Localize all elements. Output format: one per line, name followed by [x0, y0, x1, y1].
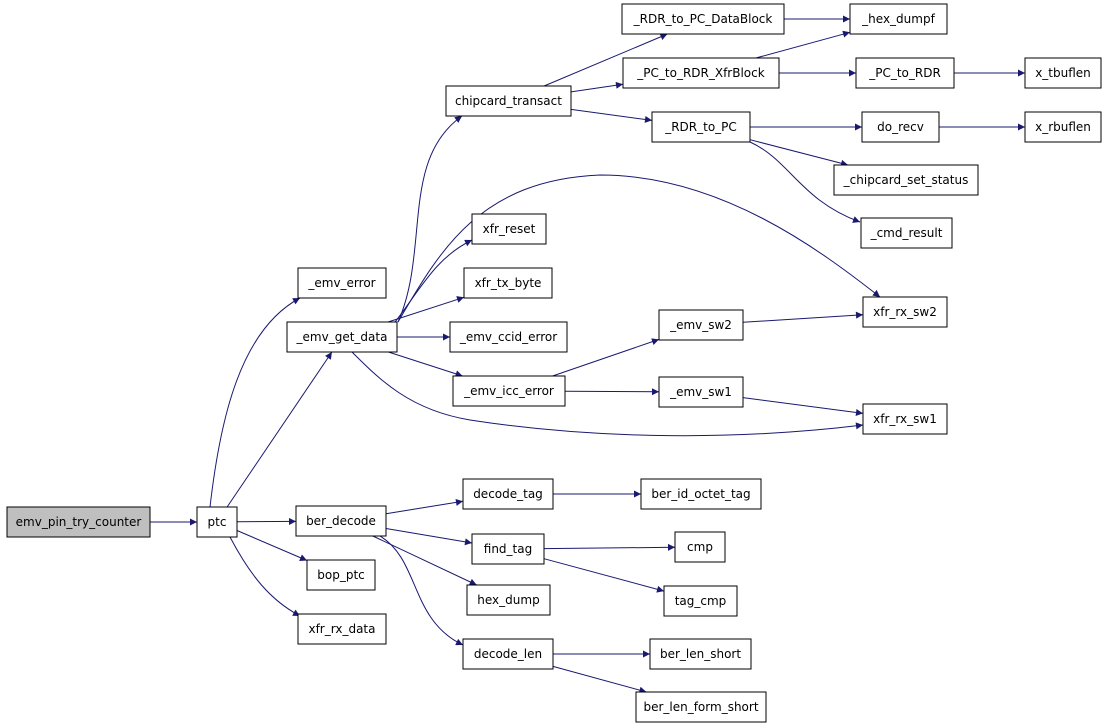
node-label: _RDR_to_PC_DataBlock [633, 12, 773, 26]
node-hex-dump[interactable]: hex_dump [466, 584, 551, 616]
node-label: emv_pin_try_counter [16, 515, 142, 529]
edge-chipcard-transact-to-RDR-to-PC-DataBlock [543, 33, 668, 87]
edge-emv-sw1-to-xfr-rx-sw1 [742, 397, 864, 416]
edge-emv-icc-error-to-emv-sw1 [564, 388, 660, 396]
node-PC-to-RDR[interactable]: _PC_to_RDR [855, 57, 955, 89]
node-label: _PC_to_RDR [868, 66, 941, 80]
node-label: bop_ptc [317, 568, 365, 582]
node-chipcard-set-status[interactable]: _chipcard_set_status [833, 164, 979, 196]
node-label: ber_decode [306, 514, 376, 528]
edge-PC-to-RDR-XfrBlock-to-hex-dumpf [755, 30, 851, 59]
edge-chipcard-transact-to-PC-to-RDR-XfrBlock [570, 81, 624, 93]
edge-RDR-to-PC-to-cmd-result [749, 141, 861, 223]
node-label: xfr_tx_byte [475, 276, 542, 290]
node-ber-id-octet-tag[interactable]: ber_id_octet_tag [640, 478, 762, 510]
node-cmd-result[interactable]: _cmd_result [860, 217, 953, 249]
node-ptc[interactable]: ptc [196, 506, 238, 538]
node-label: xfr_reset [483, 222, 536, 236]
edge-emv-get-data-to-chipcard-transact [397, 115, 463, 323]
node-label: _cmd_result [870, 226, 943, 240]
node-label: chipcard_transact [455, 94, 562, 108]
edge-ber-decode-to-find-tag [385, 528, 473, 546]
node-emv-error[interactable]: _emv_error [297, 267, 387, 299]
node-decode-len[interactable]: decode_len [462, 638, 554, 670]
edge-emv-get-data-to-xfr-rx-sw2 [397, 174, 881, 323]
node-label: hex_dump [477, 593, 539, 607]
node-ber-len-short[interactable]: ber_len_short [649, 638, 752, 670]
edge-ber-decode-to-decode-len [379, 535, 464, 646]
node-xfr-rx-sw2[interactable]: xfr_rx_sw2 [862, 296, 948, 328]
node-x-rbuflen[interactable]: x_rbuflen [1024, 111, 1102, 143]
edge-ber-decode-to-decode-tag [385, 498, 464, 515]
node-label: _emv_ccid_error [459, 330, 557, 344]
node-label: cmp [687, 540, 713, 554]
node-PC-to-RDR-XfrBlock[interactable]: _PC_to_RDR_XfrBlock [622, 57, 780, 89]
node-emv-sw2[interactable]: _emv_sw2 [658, 309, 744, 341]
node-emv-sw1[interactable]: _emv_sw1 [658, 376, 744, 408]
node-label: xfr_rx_sw2 [873, 305, 937, 319]
edge-ptc-to-emv-error [209, 297, 301, 508]
node-emv-icc-error[interactable]: _emv_icc_error [452, 375, 566, 407]
node-xfr-rx-sw1[interactable]: xfr_rx_sw1 [862, 403, 948, 435]
node-decode-tag[interactable]: decode_tag [462, 478, 554, 510]
node-do-recv[interactable]: do_recv [861, 111, 940, 143]
node-chipcard-transact[interactable]: chipcard_transact [445, 85, 572, 117]
node-label: decode_len [474, 647, 542, 661]
node-label: _chipcard_set_status [843, 173, 969, 187]
edge-emv-icc-error-to-emv-sw2 [552, 338, 660, 377]
node-x-tbuflen[interactable]: x_tbuflen [1024, 57, 1102, 89]
node-xfr-rx-data[interactable]: xfr_rx_data [297, 613, 387, 645]
edge-decode-len-to-ber-len-form-short [552, 665, 647, 694]
node-label: tag_cmp [675, 594, 727, 608]
node-emv-ccid-error[interactable]: _emv_ccid_error [449, 321, 568, 353]
node-tag-cmp[interactable]: tag_cmp [663, 585, 738, 617]
node-label: xfr_rx_sw1 [873, 412, 937, 426]
edge-emv-sw2-to-xfr-rx-sw2 [742, 311, 864, 323]
node-label: x_tbuflen [1035, 66, 1091, 80]
node-label: find_tag [484, 542, 532, 556]
edge-ptc-to-bop-ptc [236, 530, 308, 561]
node-cmp[interactable]: cmp [674, 531, 726, 563]
node-label: _emv_error [307, 276, 375, 290]
node-label: _emv_sw2 [669, 318, 732, 332]
node-bop-ptc[interactable]: bop_ptc [306, 559, 376, 591]
node-label: _emv_sw1 [669, 385, 732, 399]
node-emv-get-data[interactable]: _emv_get_data [286, 321, 398, 353]
edge-RDR-to-PC-to-chipcard-set-status [749, 139, 849, 167]
node-ber-decode[interactable]: ber_decode [295, 505, 387, 537]
node-ber-len-form-short[interactable]: ber_len_form_short [635, 691, 767, 723]
node-RDR-to-PC-DataBlock[interactable]: _RDR_to_PC_DataBlock [621, 3, 785, 35]
edge-ptc-to-xfr-rx-data [229, 536, 301, 617]
node-label: _PC_to_RDR_XfrBlock [636, 66, 764, 80]
node-label: xfr_rx_data [308, 622, 375, 636]
node-label: _RDR_to_PC [664, 120, 737, 134]
edge-emv-get-data-to-emv-icc-error [388, 351, 463, 378]
edge-chipcard-transact-to-RDR-to-PC [570, 108, 653, 123]
node-label: _hex_dumpf [861, 12, 935, 26]
node-label: ber_id_octet_tag [651, 487, 750, 501]
node-label: _emv_icc_error [463, 384, 554, 398]
edge-ber-decode-to-hex-dump [372, 535, 477, 586]
node-xfr-reset[interactable]: xfr_reset [471, 213, 547, 245]
node-label: _emv_get_data [296, 330, 388, 344]
edge-emv-get-data-to-xfr-reset [394, 239, 473, 323]
node-hex-dumpf[interactable]: _hex_dumpf [849, 3, 948, 35]
node-xfr-tx-byte[interactable]: xfr_tx_byte [463, 267, 553, 299]
node-label: x_rbuflen [1035, 120, 1091, 134]
edge-find-tag-to-tag-cmp [543, 558, 665, 593]
edge-find-tag-to-cmp [543, 543, 676, 551]
node-emv-pin-try-counter[interactable]: emv_pin_try_counter [6, 506, 151, 538]
node-label: decode_tag [473, 487, 543, 501]
node-label: ptc [208, 515, 227, 529]
node-label: do_recv [877, 120, 924, 134]
node-RDR-to-PC[interactable]: _RDR_to_PC [651, 111, 751, 143]
node-label: ber_len_form_short [643, 700, 758, 714]
edge-ptc-to-emv-get-data [226, 351, 333, 508]
node-label: ber_len_short [660, 647, 741, 661]
edge-emv-get-data-to-xfr-rx-sw1 [351, 351, 864, 437]
edge-emv-get-data-to-xfr-tx-byte [387, 296, 465, 323]
node-find-tag[interactable]: find_tag [471, 533, 545, 565]
